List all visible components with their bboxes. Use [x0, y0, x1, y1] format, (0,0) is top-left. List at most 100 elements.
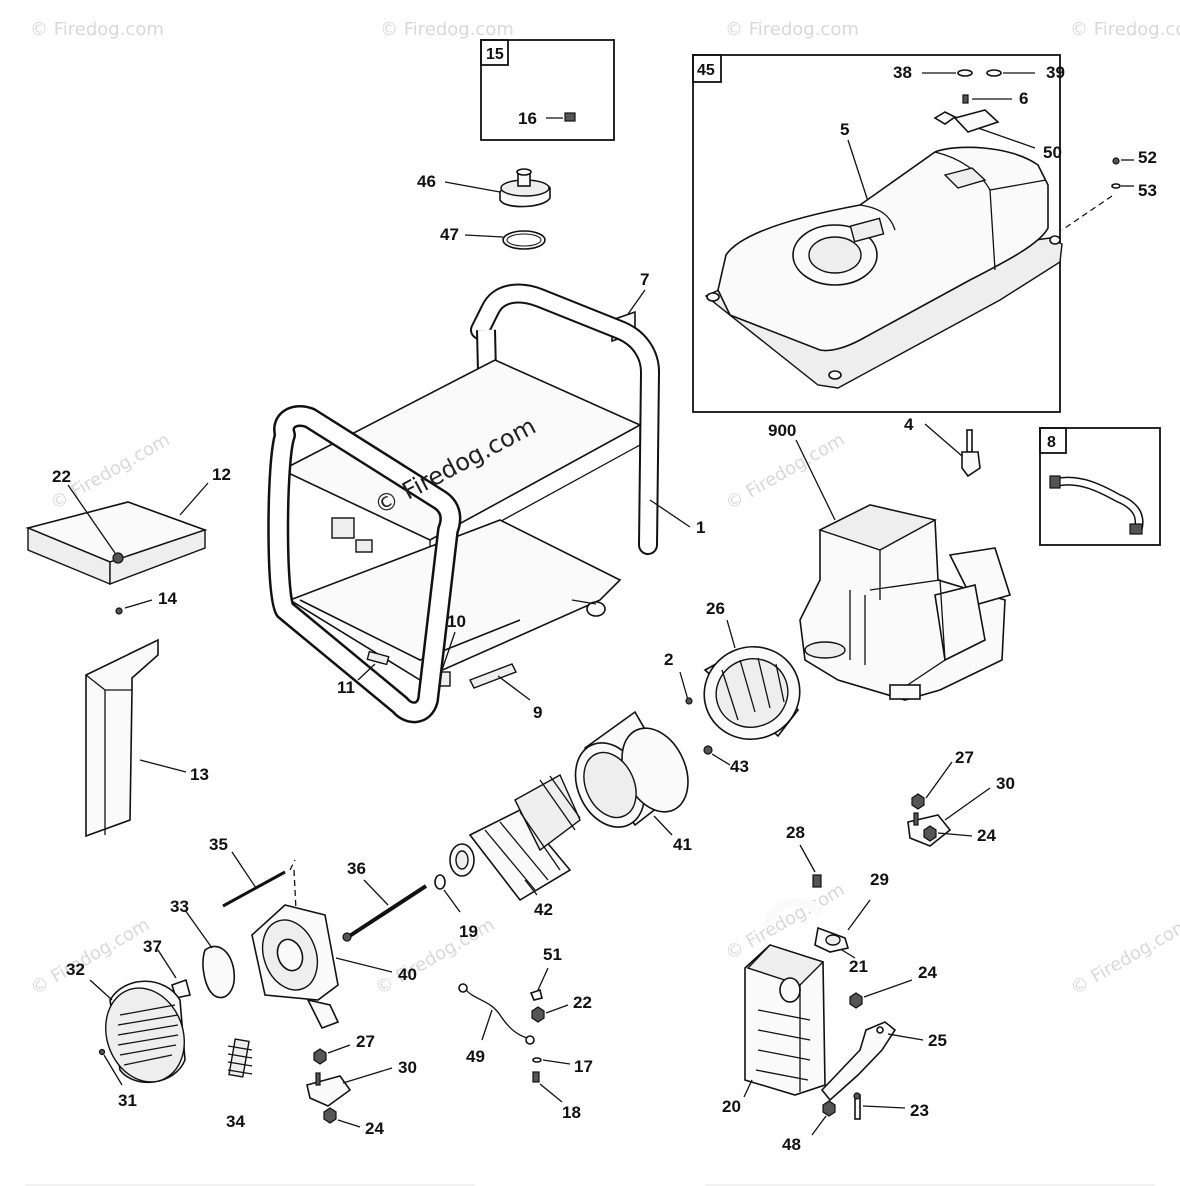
- frame-assembly: 1 © Firedog.com 10 9 11: [267, 283, 705, 724]
- callout-24b: 24: [977, 826, 996, 845]
- callout-43: 43: [730, 757, 749, 776]
- inset-15: 15 16: [480, 39, 615, 141]
- callout-5: 5: [840, 120, 849, 139]
- callout-24: 24: [365, 1119, 384, 1138]
- callout-1: 1: [696, 518, 705, 537]
- callout-13: 13: [190, 765, 209, 784]
- watermark: © Firedog.com: [722, 429, 848, 514]
- frame-base-rail: [288, 519, 622, 681]
- callout-2: 2: [664, 650, 673, 669]
- screw-48: 48: [782, 1100, 836, 1154]
- callout-47: 47: [440, 225, 459, 244]
- callout-4: 4: [904, 415, 914, 434]
- callout-28: 28: [786, 823, 805, 842]
- watermark: © Firedog.com: [30, 19, 164, 40]
- callout-27b: 27: [955, 748, 974, 767]
- cable-49: 49 51 22 17 18: [458, 945, 593, 1122]
- callout-24c: 24: [918, 963, 937, 982]
- callout-53: 53: [1138, 181, 1157, 200]
- inset-15-frame: [480, 39, 615, 141]
- callout-18: 18: [562, 1103, 581, 1122]
- end-cover-32: 32 31: [66, 960, 186, 1110]
- callout-49: 49: [466, 1047, 485, 1066]
- callout-42: 42: [534, 900, 553, 919]
- inset-8-label: 8: [1047, 434, 1056, 451]
- watermark: © Firedog.com: [380, 19, 514, 40]
- callout-11: 11: [337, 678, 355, 697]
- callout-17: 17: [574, 1057, 593, 1076]
- engine-900: 900: [768, 421, 1012, 701]
- hose-clamp-part: [564, 112, 576, 122]
- rod-36: 36: [342, 859, 428, 942]
- callout-36: 36: [347, 859, 366, 878]
- callout-27: 27: [356, 1032, 375, 1051]
- rotor-42: 42: [449, 774, 581, 919]
- callout-22b: 22: [573, 993, 592, 1012]
- callout-40: 40: [398, 965, 417, 984]
- watermark: © Firedog.com: [1067, 914, 1180, 999]
- inset-8-tag: [1039, 427, 1067, 454]
- fuel-valve-4: 4: [904, 415, 981, 478]
- callout-37: 37: [143, 937, 162, 956]
- callout-30: 30: [398, 1058, 417, 1077]
- washer-19: 19: [434, 874, 478, 941]
- end-bell-40: 40: [251, 904, 417, 1030]
- callout-16: 16: [518, 109, 537, 128]
- callout-52: 52: [1138, 148, 1157, 167]
- callout-6: 6: [1019, 89, 1028, 108]
- inset-8-frame: [1039, 427, 1161, 546]
- stud-35: 35: [209, 835, 297, 911]
- callout-38: 38: [893, 63, 912, 82]
- callout-9: 9: [533, 703, 542, 722]
- watermark: © Firedog.com: [372, 914, 498, 999]
- bracket-13: 13: [85, 638, 209, 838]
- callout-50: 50: [1043, 143, 1062, 162]
- bolt-23: 23: [853, 1092, 929, 1120]
- callout-21: 21: [849, 957, 868, 976]
- callout-35: 35: [209, 835, 228, 854]
- panel-12: 22 12 14: [25, 465, 231, 615]
- callout-25: 25: [928, 1031, 947, 1050]
- callout-39: 39: [1046, 63, 1065, 82]
- mount-lower-left: 27 30 24: [306, 1032, 417, 1138]
- cover-33: 33: [170, 897, 236, 999]
- watermark: © Firedog.com: [725, 19, 859, 40]
- callout-12: 12: [212, 465, 231, 484]
- inset-45: 45 38 39 6 50 5: [692, 54, 1065, 413]
- nut-24c: 24: [849, 963, 937, 1009]
- callout-29: 29: [870, 870, 889, 889]
- fan-housing-26: 26 2 43: [664, 599, 801, 776]
- inset-45-frame: [692, 54, 1061, 413]
- callout-41: 41: [673, 835, 692, 854]
- brush-34: 34: [226, 1038, 253, 1131]
- callout-33: 33: [170, 897, 189, 916]
- stator-41: 41: [574, 710, 692, 854]
- callout-23: 23: [910, 1101, 929, 1120]
- callout-10: 10: [447, 612, 466, 631]
- callout-30b: 30: [996, 774, 1015, 793]
- inset-15-tag: [480, 39, 509, 66]
- callout-14: 14: [158, 589, 177, 608]
- inset-15-label: 15: [486, 46, 504, 63]
- callout-48: 48: [782, 1135, 801, 1154]
- bracket-25: 25: [820, 1021, 947, 1102]
- callout-26: 26: [706, 599, 725, 618]
- watermark: © Firedog.com: [1070, 19, 1180, 40]
- fasteners-52-53: 52 53: [1061, 148, 1157, 231]
- inset-45-label: 45: [697, 62, 715, 79]
- muffler-20: 28 29 21 20: [722, 823, 889, 1116]
- callout-20: 20: [722, 1097, 741, 1116]
- callout-32: 32: [66, 960, 85, 979]
- callout-22: 22: [52, 467, 71, 486]
- inset-45-tag: [692, 54, 722, 83]
- callout-34: 34: [226, 1112, 245, 1131]
- gas-cap: 46 47: [417, 168, 551, 250]
- callout-19: 19: [459, 922, 478, 941]
- fuel-tank: [717, 146, 1049, 352]
- inset-8: 8: [1039, 427, 1161, 546]
- callout-900: 900: [768, 421, 796, 440]
- mount-right: 27 30 24: [907, 748, 1015, 847]
- callout-31: 31: [118, 1091, 137, 1110]
- callout-7: 7: [640, 270, 649, 289]
